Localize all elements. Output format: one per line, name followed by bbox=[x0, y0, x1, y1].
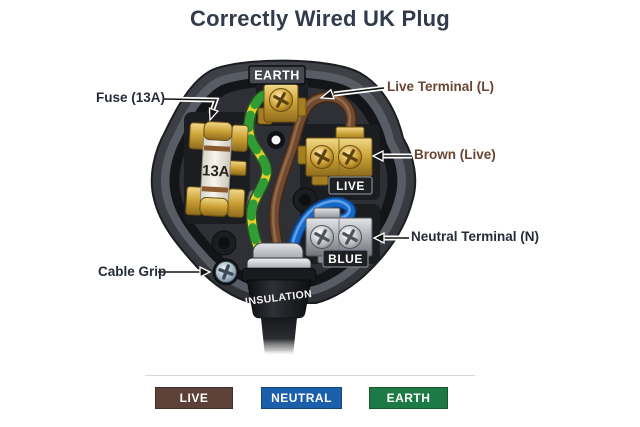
neutral-terminal-callout-line bbox=[372, 231, 409, 245]
earth-terminal bbox=[257, 83, 307, 125]
cable-assembly: INSULATION bbox=[241, 242, 317, 356]
fuse-rating-text: 13A bbox=[202, 162, 231, 180]
fuse-arrow-icon bbox=[208, 107, 220, 122]
neutral-screw-1 bbox=[308, 223, 336, 251]
cable-grip-callout-line bbox=[158, 265, 212, 279]
blue-chip-label: BLUE bbox=[328, 252, 363, 266]
cable bbox=[261, 318, 297, 356]
legend-item-live: LIVE bbox=[155, 387, 233, 409]
terminal-chips: EARTH LIVE BLUE bbox=[248, 65, 373, 268]
earth-chip-label: EARTH bbox=[254, 69, 300, 83]
fuse: 13A bbox=[185, 121, 249, 218]
live-chip-label: LIVE bbox=[336, 179, 365, 193]
earth-screw bbox=[267, 86, 295, 114]
fuse-callout-line bbox=[163, 96, 220, 122]
legend-divider bbox=[145, 375, 475, 376]
fuse-callout-label: Fuse (13A) bbox=[96, 90, 166, 105]
brown-live-arrow-icon bbox=[371, 149, 384, 163]
brown-live-callout-label: Brown (Live) bbox=[414, 147, 496, 162]
live-terminal-callout-label: Live Terminal (L) bbox=[387, 79, 495, 94]
live-chip bbox=[328, 176, 373, 195]
legend-item-earth: EARTH bbox=[369, 387, 448, 409]
live-terminal-arrow-icon bbox=[319, 88, 335, 100]
live-wire bbox=[268, 91, 357, 268]
insulation-collar bbox=[246, 279, 312, 319]
page-title: Correctly Wired UK Plug bbox=[190, 6, 450, 31]
neutral-terminal-callout-label: Neutral Terminal (N) bbox=[411, 229, 540, 244]
neutral-screw-2 bbox=[336, 223, 364, 251]
live-screw-1 bbox=[308, 143, 336, 171]
legend-item-neutral: NEUTRAL bbox=[261, 387, 342, 409]
earth-chip bbox=[248, 65, 306, 85]
live-terminal-callout-line bbox=[319, 85, 385, 100]
cable-grip-arrow-icon bbox=[199, 265, 212, 279]
cable-grip-callout-label: Cable Grip bbox=[98, 264, 167, 279]
blue-chip bbox=[322, 249, 369, 268]
callout-lines bbox=[158, 85, 412, 279]
earth-wire bbox=[243, 89, 276, 264]
cable-grip-screw bbox=[212, 258, 240, 286]
neutral-terminal-arrow-icon bbox=[372, 231, 385, 245]
live-screw-2 bbox=[336, 143, 364, 171]
brown-live-callout-line bbox=[371, 149, 412, 163]
